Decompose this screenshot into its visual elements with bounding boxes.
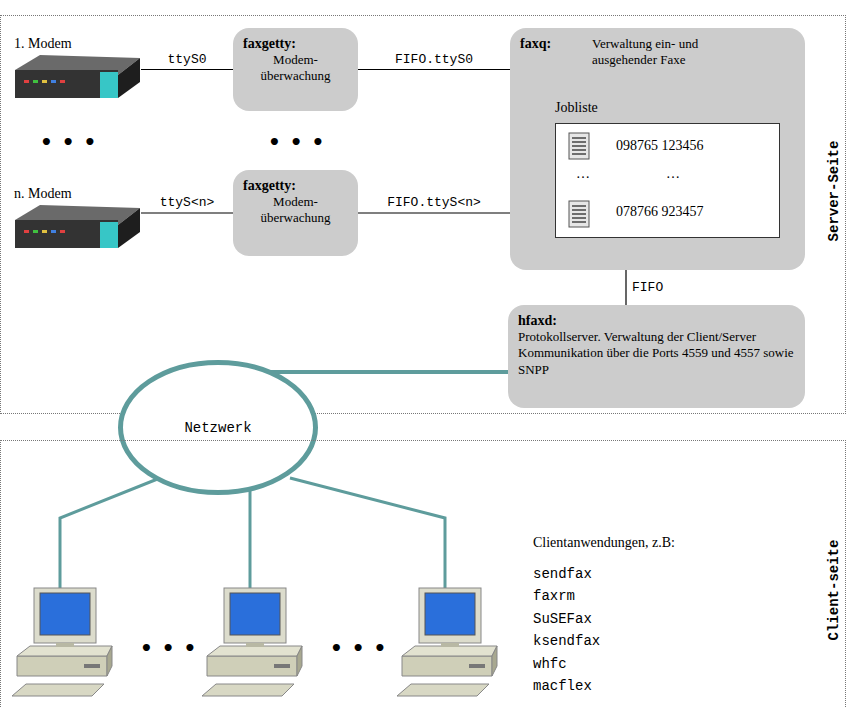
computer-icon [202,588,302,696]
process-box: faxq:Verwaltung ein- und ausgehender Fax… [510,28,805,270]
note-text: sendfax [533,566,592,582]
node-title: Server-Seite [826,140,842,241]
process-box: hfaxd:Protokollserver. Verwaltung der Cl… [508,305,805,408]
node-title: n. Modem [14,186,141,202]
network-ellipse: Netzwerk [118,360,318,495]
node-text: Verwaltung ein- und ausgehender Faxe [592,36,752,69]
node-title: faxq: [520,36,592,52]
edge-label: FIFO.ttyS0 [395,52,473,67]
node-title: Client-seite [826,540,842,641]
node-text: … [666,166,680,182]
process-box: faxgetty:Modem- überwachung [233,28,358,111]
node-title: Jobliste [555,100,598,116]
ellipsis-dots: • • • [330,636,387,660]
connector [141,212,233,213]
server-region: Server-Seite1. Modemfaxgetty:Modem- über… [0,15,846,414]
ellipsis-dots: • • • [268,130,325,154]
node-title: faxgetty: [243,178,348,194]
ellipsis-dots: • • • [140,636,197,660]
node-text: … [576,166,590,182]
computer-icon [397,588,497,696]
note-text: faxrm [533,588,575,604]
node-text: 098765 123456 [616,138,704,154]
note-text: Clientanwendungen, z.B: [533,535,675,551]
ellipsis-dots: • • • [40,130,97,154]
modem-icon [15,55,140,98]
node-text: 078766 923457 [616,204,704,220]
connector [358,69,510,70]
modem: n. Modem [14,186,141,256]
job-list: 098765 123456 … … 078766 923457 Jobliste [555,100,780,240]
note-text: ksendfax [533,633,600,649]
connector [269,370,508,374]
document-icon [568,200,590,228]
network-wires [60,478,445,588]
note-text: whfc [533,656,567,672]
connector [358,212,510,213]
node-title: faxgetty: [243,36,348,52]
job-list-frame: 098765 123456 … … 078766 923457 [555,123,780,238]
edge-label: ttyS<n> [160,195,215,210]
node-text: Modem- überwachung [243,194,348,227]
node-text: Protokollserver. Verwaltung der Client/S… [518,329,795,378]
modem: 1. Modem [14,36,141,106]
computer-icon [12,588,112,696]
process-box: faxgetty:Modem- überwachung [233,170,358,256]
note-text: macflex [533,678,592,694]
edge-label: FIFO.ttyS<n> [387,195,481,210]
document-icon [568,132,590,160]
client-region: Client-seite [0,440,846,707]
node-text: Modem- überwachung [243,52,348,85]
node-title: 1. Modem [14,36,141,52]
node-title: hfaxd: [518,313,795,329]
connector [141,69,233,70]
node-title: Netzwerk [184,420,251,436]
modem-icon [15,205,140,248]
connector [625,270,626,305]
edge-label: ttyS0 [167,52,206,67]
edge-label: FIFO [632,280,663,295]
note-text: SuSEFax [533,611,592,627]
